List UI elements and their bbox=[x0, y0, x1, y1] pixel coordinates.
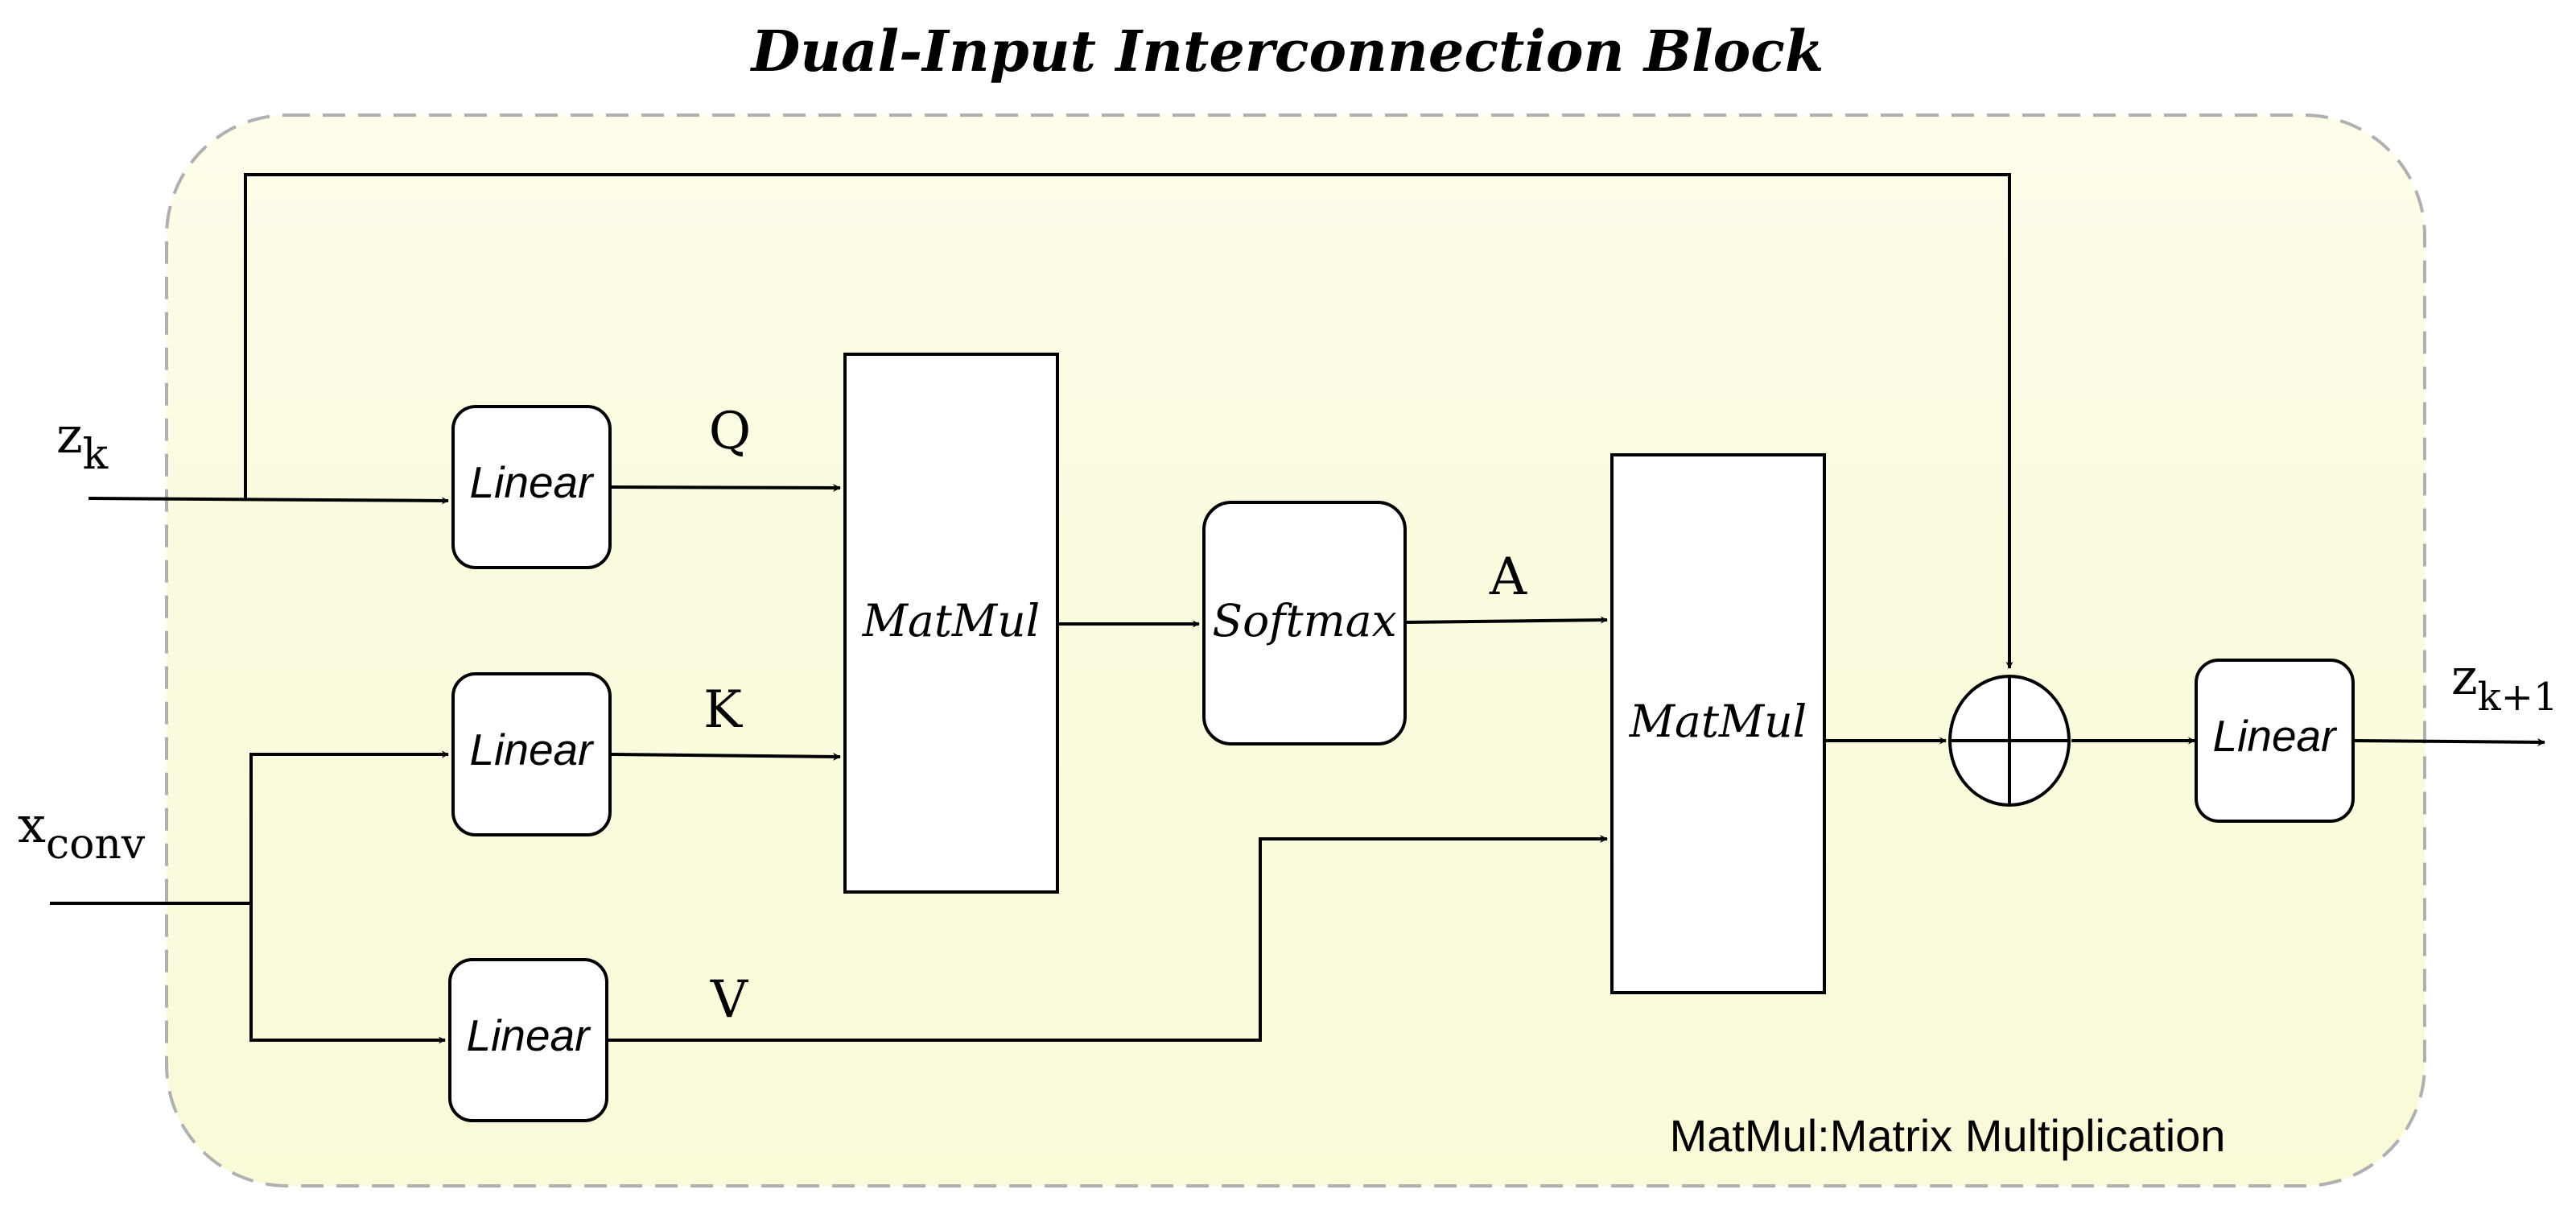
softmax-block: Softmax bbox=[1202, 501, 1407, 745]
input-xconv-label: xconv bbox=[18, 795, 146, 869]
input-zk-label: zk bbox=[56, 406, 109, 479]
edge-k bbox=[609, 752, 841, 761]
edge-xconv-to-linear-v bbox=[249, 903, 446, 1044]
linear-v-block: Linear bbox=[448, 958, 608, 1122]
v-label: V bbox=[710, 970, 749, 1030]
linear-q-label: Linear bbox=[470, 457, 596, 507]
matmul-1-block: MatMul bbox=[843, 353, 1059, 894]
linear-v-label: Linear bbox=[467, 1010, 592, 1060]
linear-k-label: Linear bbox=[470, 725, 596, 774]
edge-skip-to-add bbox=[244, 173, 2013, 669]
edge-v bbox=[606, 835, 1608, 1042]
edge-a bbox=[1403, 616, 1608, 624]
matmul-2-block: MatMul bbox=[1610, 453, 1826, 994]
linear-k-block: Linear bbox=[451, 672, 612, 836]
add-node bbox=[1948, 675, 2071, 807]
linear-out-label: Linear bbox=[2213, 711, 2339, 761]
a-label: A bbox=[1489, 547, 1527, 607]
matmul-1-label: MatMul bbox=[862, 595, 1041, 646]
diagram-title: Dual-Input Interconnection Block bbox=[750, 18, 1824, 85]
output-zk1-label: zk+1 bbox=[2451, 647, 2558, 720]
connections bbox=[50, 173, 2545, 1044]
matmul-note: MatMul:Matrix Multiplication bbox=[1670, 1110, 2226, 1161]
k-label: K bbox=[703, 680, 743, 740]
q-label: Q bbox=[709, 402, 751, 461]
edge-q bbox=[609, 483, 841, 492]
edge-zk-to-linear-q bbox=[88, 497, 449, 505]
edge-xconv-to-linear-k bbox=[249, 750, 449, 903]
linear-q-block: Linear bbox=[451, 405, 612, 569]
matmul-2-label: MatMul bbox=[1629, 696, 1807, 747]
linear-out-block: Linear bbox=[2195, 659, 2355, 823]
edge-output bbox=[2351, 737, 2545, 746]
softmax-label: Softmax bbox=[1212, 595, 1396, 646]
